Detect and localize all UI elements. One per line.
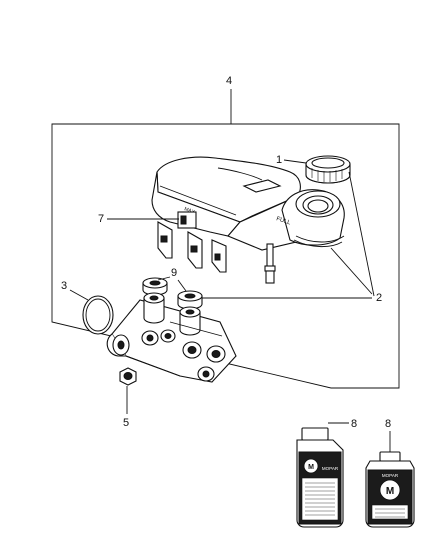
brake-fluid-bottle-large: M MOPAR xyxy=(296,427,344,528)
callout-1: 1 xyxy=(276,154,282,166)
reservoir-grommets xyxy=(142,277,203,310)
callout-8-small: 8 xyxy=(385,418,391,430)
brake-fluid-reservoir: FULL MAX xyxy=(151,156,345,284)
callout-7: 7 xyxy=(98,213,104,225)
leader-3 xyxy=(69,289,89,301)
leader-9b xyxy=(177,279,187,292)
leader-2b xyxy=(330,247,373,295)
svg-text:M: M xyxy=(308,464,314,471)
callout-3: 3 xyxy=(61,280,67,292)
reservoir-cap xyxy=(305,155,351,184)
callout-8-large: 8 xyxy=(351,418,357,430)
bottle-small-brand: MOPAR xyxy=(382,473,399,478)
reservoir-label xyxy=(242,179,282,193)
master-cylinder xyxy=(106,292,237,383)
callout-5: 5 xyxy=(123,417,129,429)
bottle-large-brand: MOPAR xyxy=(322,466,339,471)
leader-1 xyxy=(283,159,307,164)
leader-2a xyxy=(348,171,375,297)
callout-9: 9 xyxy=(171,267,177,279)
assembly-boundary xyxy=(51,123,400,389)
mounting-nut xyxy=(119,367,137,386)
reservoir-max-mark: MAX xyxy=(183,206,196,216)
o-ring xyxy=(82,295,114,335)
callout-4: 4 xyxy=(226,75,232,87)
svg-text:M: M xyxy=(386,486,394,497)
callout-2: 2 xyxy=(376,292,382,304)
reservoir-full-mark: FULL xyxy=(275,216,291,226)
leader-9a xyxy=(157,276,171,281)
brake-fluid-bottle-small: M MOPAR xyxy=(365,451,415,528)
